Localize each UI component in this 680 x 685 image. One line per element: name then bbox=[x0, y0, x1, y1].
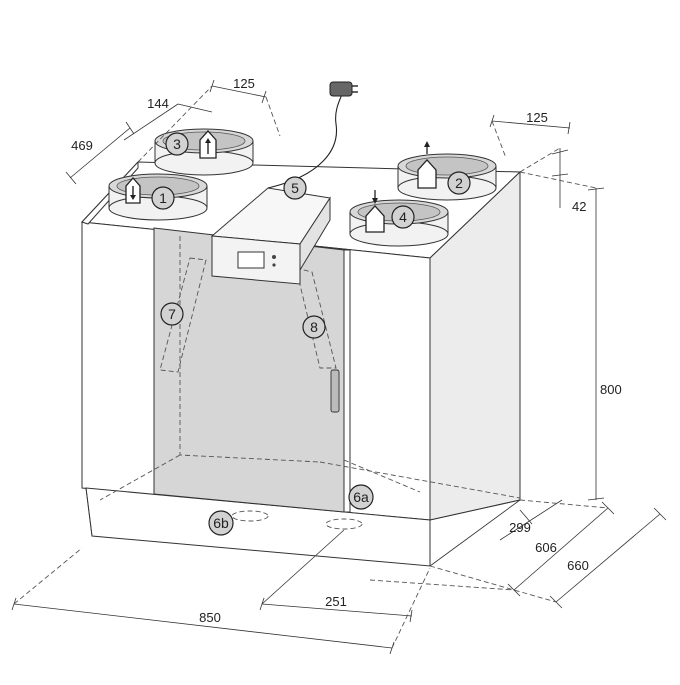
callout-8-label: 8 bbox=[310, 319, 318, 335]
dim-469-label: 469 bbox=[71, 138, 93, 153]
dim-606-label: 606 bbox=[535, 540, 557, 555]
control-knob-icon bbox=[272, 255, 276, 259]
dim-144-label: 144 bbox=[147, 96, 169, 111]
dim-125-left-label: 125 bbox=[233, 76, 255, 91]
dim-660-label: 660 bbox=[567, 558, 589, 573]
dimension-42: 42 bbox=[551, 148, 586, 214]
callout-3-label: 3 bbox=[173, 136, 181, 152]
control-display-icon bbox=[237, 251, 265, 269]
dim-42-label: 42 bbox=[572, 199, 586, 214]
callout-6a: 6a bbox=[348, 484, 374, 510]
drain-6a-outline bbox=[325, 518, 363, 530]
power-plug-icon bbox=[329, 81, 358, 97]
dimension-144: 144 bbox=[123, 96, 213, 141]
callout-5-label: 5 bbox=[291, 180, 299, 196]
dimension-800: 800 bbox=[587, 187, 622, 501]
dimension-469: 469 bbox=[65, 121, 135, 185]
callout-1: 1 bbox=[151, 186, 175, 210]
dim-251-label: 251 bbox=[325, 594, 347, 609]
filter-7-outline bbox=[159, 257, 207, 373]
callout-2: 2 bbox=[447, 171, 471, 195]
dimension-125-left: 125 bbox=[209, 76, 267, 104]
door-frame-right bbox=[343, 249, 351, 513]
air-arrow-down-icon bbox=[125, 177, 141, 204]
dimension-125-right: 125 bbox=[489, 110, 571, 135]
callout-7-label: 7 bbox=[168, 306, 176, 322]
callout-4-label: 4 bbox=[399, 209, 407, 225]
dim-125-right-label: 125 bbox=[526, 110, 548, 125]
callout-6a-label: 6a bbox=[353, 489, 369, 505]
callout-4: 4 bbox=[391, 205, 415, 229]
duct-collar-2 bbox=[397, 153, 497, 201]
dim-299-label: 299 bbox=[509, 520, 531, 535]
dimension-299: 299 bbox=[499, 499, 563, 541]
dimension-660: 660 bbox=[549, 507, 667, 609]
callout-6b-label: 6b bbox=[213, 515, 229, 531]
callout-8: 8 bbox=[302, 315, 326, 339]
filter-8-outline bbox=[295, 267, 337, 369]
dim-800-label: 800 bbox=[600, 382, 622, 397]
power-cable bbox=[267, 93, 343, 189]
air-arrow-up-icon bbox=[199, 130, 217, 159]
air-arrow-down-icon bbox=[365, 190, 385, 233]
dimension-251: 251 bbox=[259, 529, 413, 623]
drain-6b-outline bbox=[231, 510, 269, 522]
callout-1-label: 1 bbox=[159, 190, 167, 206]
callout-3: 3 bbox=[165, 132, 189, 156]
air-arrow-up-icon bbox=[417, 141, 437, 189]
dim-850-label: 850 bbox=[199, 610, 221, 625]
door-handle bbox=[330, 369, 340, 413]
callout-6b: 6b bbox=[208, 510, 234, 536]
control-led-icon bbox=[272, 263, 276, 267]
callout-7: 7 bbox=[160, 302, 184, 326]
dimension-606: 606 bbox=[507, 501, 615, 597]
callout-5: 5 bbox=[283, 176, 307, 200]
callout-2-label: 2 bbox=[455, 175, 463, 191]
